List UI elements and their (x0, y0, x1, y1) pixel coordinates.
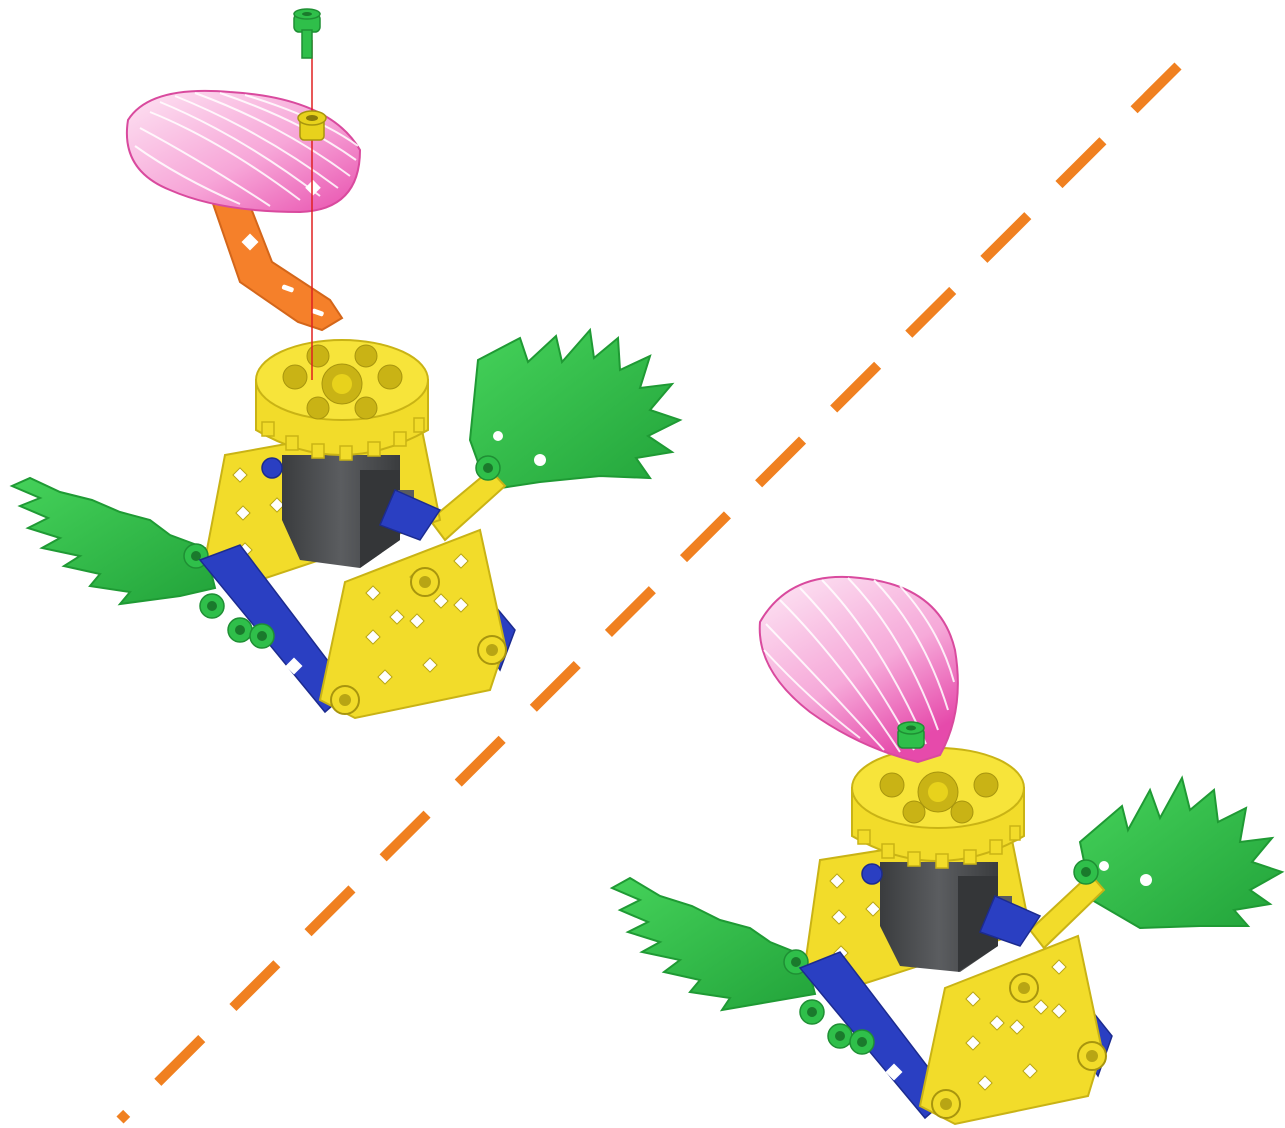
green-leaf-right (470, 330, 680, 490)
panel-assembled-view (612, 577, 1282, 1124)
green-screw (294, 9, 320, 58)
panel-exploded-view (12, 9, 680, 718)
green-leaf-left (12, 478, 215, 604)
yellow-arm-right (430, 456, 505, 540)
yellow-arm-right (1030, 860, 1104, 948)
green-leaf-left (612, 878, 815, 1010)
yellow-bushing (298, 111, 326, 140)
green-screw (898, 722, 924, 748)
pink-petal (760, 577, 958, 762)
green-leaf-right (1080, 778, 1282, 928)
pink-petal (127, 91, 360, 212)
